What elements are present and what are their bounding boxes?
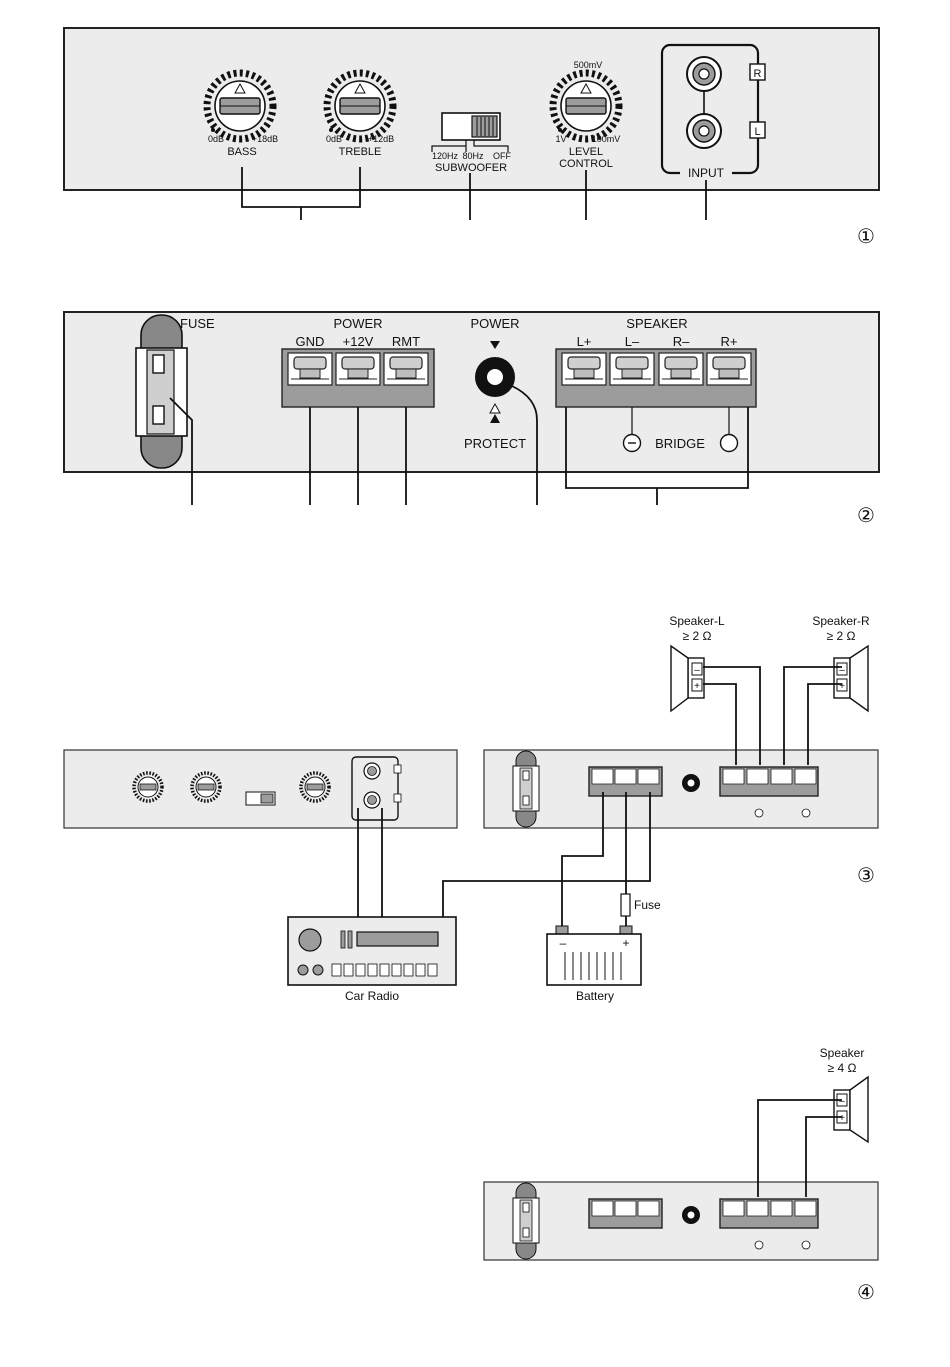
power-terminals-title: POWER (333, 316, 382, 331)
input-label: INPUT (688, 166, 725, 180)
subwoofer-opt1: 120Hz (432, 151, 459, 161)
fig1-front-panel: 0dB +18dB BASS 0dB +12dB TREBLE 120Hz 80… (64, 28, 879, 248)
figure-number-3: ③ (857, 865, 875, 887)
inline-fuse (621, 894, 630, 916)
bass-max-label: +18dB (252, 134, 278, 144)
rmt-terminal[interactable] (384, 353, 428, 385)
v12-terminal[interactable] (336, 353, 380, 385)
gnd-label: GND (296, 334, 325, 349)
battery (547, 926, 641, 985)
svg-text:+: + (694, 681, 700, 692)
level-label-1: LEVEL (569, 146, 603, 158)
speaker-rp-label: R+ (721, 334, 738, 349)
speaker-l-impedance: ≥ 2 Ω (683, 629, 712, 643)
bridge-speaker: – + (834, 1077, 868, 1142)
v12-label: +12V (343, 334, 374, 349)
speaker-l-title: Speaker-L (669, 614, 725, 628)
subwoofer-switch[interactable] (442, 113, 500, 140)
bridge-label: BRIDGE (655, 436, 705, 451)
rmt-label: RMT (392, 334, 420, 349)
fig3-stereo-connection: Speaker-L ≥ 2 Ω Speaker-R ≥ 2 Ω – + – + (64, 614, 878, 1003)
level-min-label: 1V (555, 134, 566, 144)
power-protect-led (475, 357, 515, 397)
protect-label: PROTECT (464, 436, 526, 451)
power-led-label: POWER (470, 316, 519, 331)
svg-text:+: + (839, 681, 845, 692)
input-r-jack[interactable] (687, 57, 721, 91)
speaker-rm-terminal[interactable] (659, 353, 703, 385)
mini-front-input-r (364, 763, 380, 779)
subwoofer-label: SUBWOOFER (435, 162, 507, 174)
treble-max-label: +12dB (368, 134, 394, 144)
speaker-r: – + (834, 646, 868, 711)
car-radio (288, 917, 456, 985)
mini-rear-fuse (513, 751, 539, 827)
speaker-r-impedance: ≥ 2 Ω (827, 629, 856, 643)
input-r-label: R (754, 68, 762, 80)
treble-label: TREBLE (339, 146, 382, 158)
speaker-lp-terminal[interactable] (562, 353, 606, 385)
bridge-speaker-impedance: ≥ 4 Ω (828, 1061, 857, 1075)
treble-min-label: 0dB (326, 134, 342, 144)
bass-min-label: 0dB (208, 134, 224, 144)
input-l-label: L (754, 126, 760, 138)
svg-text:–: – (839, 1096, 845, 1107)
subwoofer-opt2: 80Hz (462, 151, 484, 161)
speaker-rp-terminal[interactable] (707, 353, 751, 385)
speaker-r-title: Speaker-R (812, 614, 870, 628)
mini-front-input-l (364, 792, 380, 808)
level-label-2: CONTROL (559, 158, 613, 170)
bass-label: BASS (227, 146, 256, 158)
speaker-terminals-title: SPEAKER (626, 316, 687, 331)
speaker-lp-label: L+ (577, 334, 592, 349)
inline-fuse-label: Fuse (634, 898, 661, 912)
bridge-rear-fuse (513, 1183, 539, 1259)
mini-rear-power-led (682, 774, 700, 792)
bridge-speaker-title: Speaker (820, 1046, 865, 1060)
level-max-label: 100mV (592, 134, 621, 144)
speaker-lm-label: L– (625, 334, 640, 349)
fuse-holder[interactable] (136, 315, 187, 468)
figure-number-2: ② (857, 505, 875, 527)
gnd-terminal[interactable] (288, 353, 332, 385)
speaker-lm-terminal[interactable] (610, 353, 654, 385)
battery-plus: + (622, 936, 629, 950)
svg-text:–: – (694, 665, 700, 676)
figure-number-4: ④ (857, 1282, 875, 1304)
fuse-label: FUSE (180, 316, 215, 331)
speaker-l: – + (671, 646, 704, 711)
mini-front-subwoofer-switch (246, 792, 275, 805)
speaker-rm-label: R– (673, 334, 690, 349)
fig2-rear-panel: FUSE POWER GND +12V RMT POWER PROTECT SP… (64, 312, 879, 527)
svg-text:+: + (839, 1113, 845, 1124)
level-top-label: 500mV (574, 60, 603, 70)
car-radio-label: Car Radio (345, 989, 399, 1003)
figure-number-1: ① (857, 226, 875, 248)
fig4-bridge-connection: Speaker ≥ 4 Ω – + (484, 1046, 878, 1304)
battery-minus: – (560, 936, 567, 950)
input-l-jack[interactable] (687, 114, 721, 148)
bridge-rear-power-led (682, 1206, 700, 1224)
subwoofer-opt3: OFF (493, 151, 511, 161)
battery-label: Battery (576, 989, 614, 1003)
